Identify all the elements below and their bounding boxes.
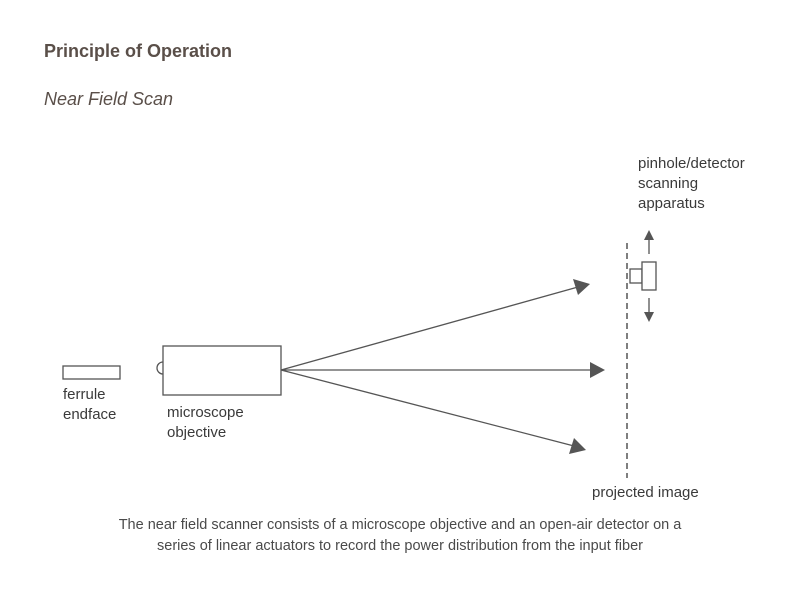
ferrule-label-line1: ferrule — [63, 386, 106, 403]
detector-label-line2: scanning — [638, 175, 699, 192]
microscope-objective-shape — [162, 345, 282, 396]
detector-label-line3: apparatus — [638, 195, 705, 212]
caption-line2: series of linear actuators to record the… — [157, 538, 643, 554]
objective-lens-shape — [156, 361, 164, 375]
beam-ray-lower — [280, 369, 575, 447]
ferrule-endface-label: ferrule endface — [63, 385, 116, 425]
scan-down-arrowhead — [644, 312, 654, 322]
ferrule-label-line2: endface — [63, 406, 117, 423]
figure-caption: The near field scanner consists of a mic… — [20, 515, 780, 557]
detector-shape — [641, 261, 657, 291]
ferrule-endface-shape — [62, 365, 121, 380]
page-subtitle: Near Field Scan — [44, 89, 174, 109]
projected-image-label: projected image — [592, 484, 699, 501]
page-title: Principle of Operation — [44, 41, 233, 61]
objective-label-line2: objective — [167, 424, 227, 441]
beam-arrowhead-lower — [569, 438, 586, 454]
detector-apparatus-label: pinhole/detector scanning apparatus — [638, 154, 745, 214]
beam-arrowhead-upper — [573, 279, 590, 295]
beam-arrowhead-middle — [590, 362, 605, 378]
objective-label-line1: microscope — [167, 404, 244, 421]
detector-label-line1: pinhole/detector — [638, 155, 745, 172]
scan-up-arrowhead — [644, 230, 654, 240]
caption-line1: The near field scanner consists of a mic… — [118, 517, 682, 533]
pinhole-shape — [629, 268, 643, 284]
beam-ray-upper — [280, 286, 579, 371]
microscope-objective-label: microscope objective — [167, 403, 244, 443]
